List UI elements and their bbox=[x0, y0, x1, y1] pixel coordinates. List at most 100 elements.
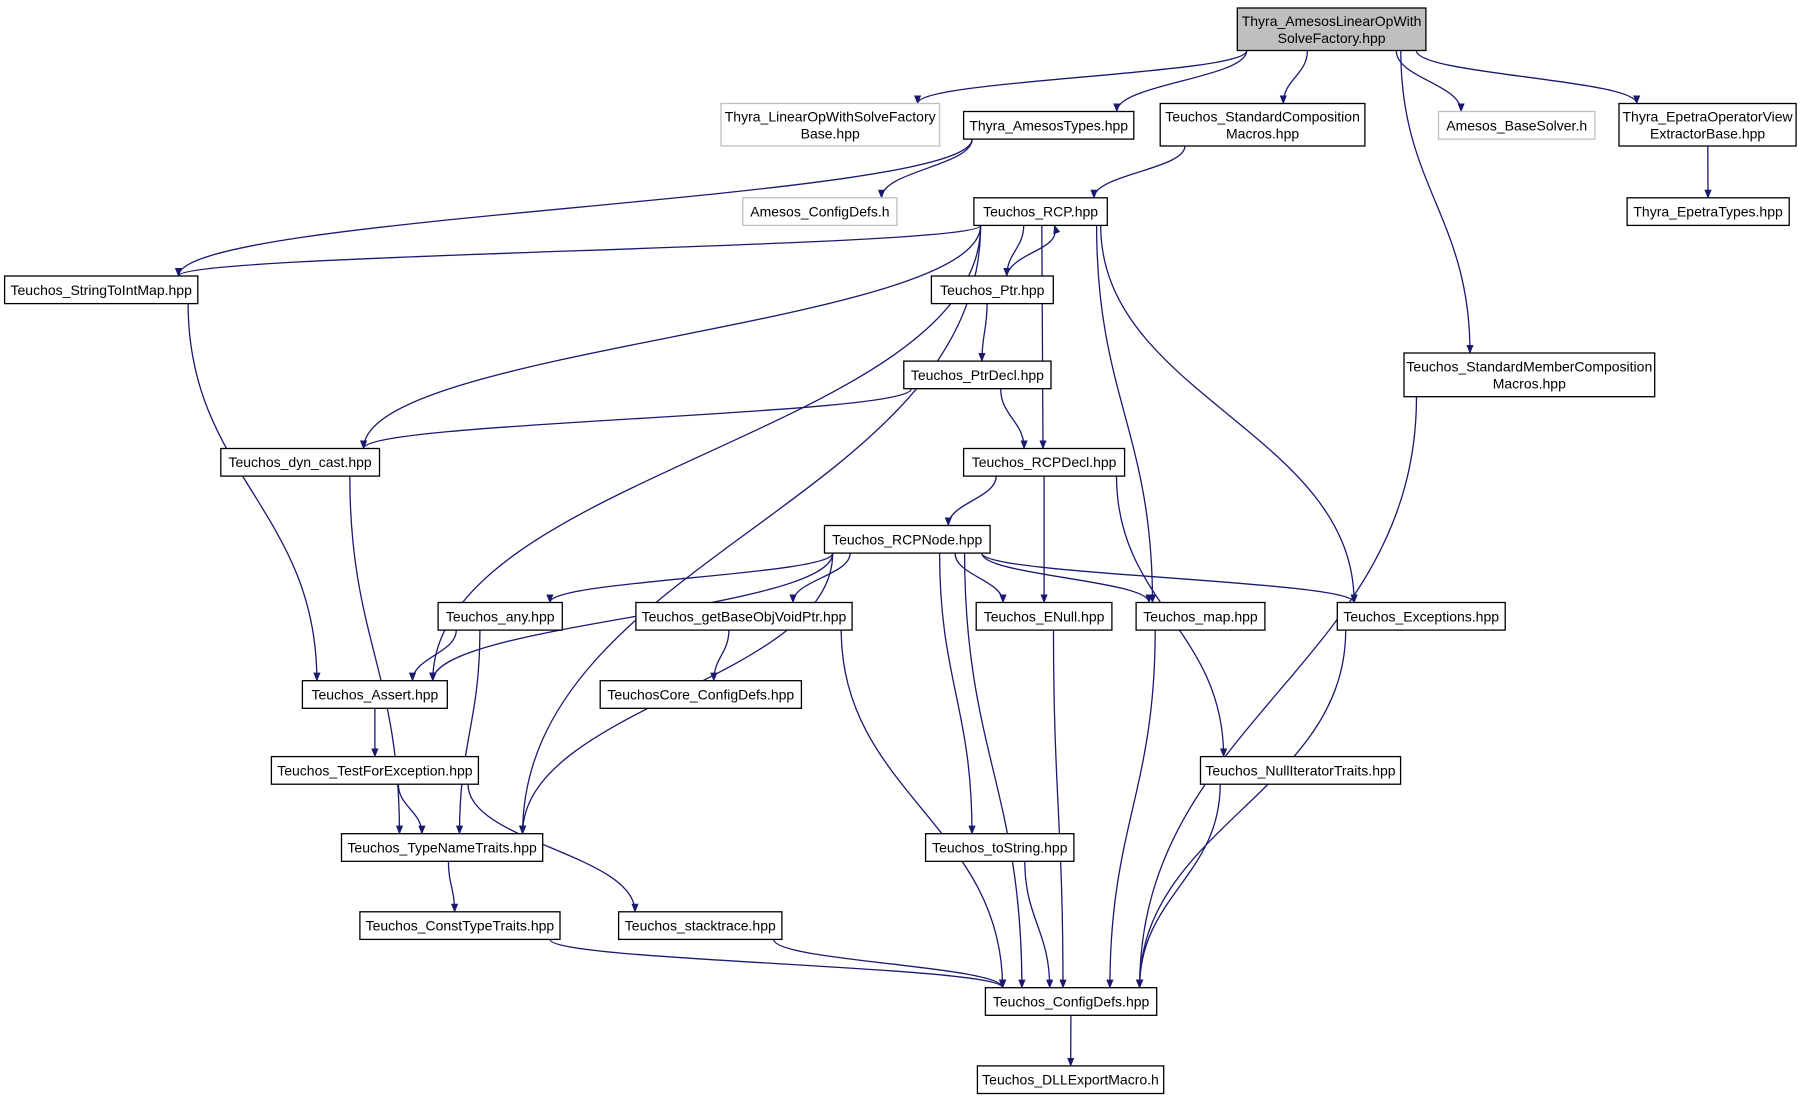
node-box bbox=[962, 447, 1126, 477]
edge-rcpnode-to-enull bbox=[954, 553, 1007, 604]
edge-str2int-to-assert bbox=[187, 303, 321, 682]
node-testforexc[interactable]: Teuchos_TestForException.hpp bbox=[270, 755, 480, 785]
edge-nulliter-to-configdefs bbox=[1136, 784, 1221, 989]
edge-stacktrace-to-configdefs bbox=[773, 939, 1007, 989]
node-box bbox=[1626, 197, 1790, 227]
node-box bbox=[962, 110, 1135, 140]
node-label: Teuchos_Exceptions.hpp bbox=[1343, 608, 1499, 624]
edge-rcpdecl-to-rcpnode bbox=[944, 475, 997, 527]
node-label: Teuchos_PtrDecl.hpp bbox=[911, 367, 1044, 383]
node-label: SolveFactory.hpp bbox=[1278, 30, 1386, 46]
node-box bbox=[720, 102, 941, 147]
edge-rcpnode-to-exceptions bbox=[981, 552, 1358, 604]
node-rcpdecl[interactable]: Teuchos_RCPDecl.hpp bbox=[962, 447, 1126, 477]
edge-root-to-amesostypes bbox=[1113, 50, 1248, 113]
node-box bbox=[1199, 755, 1402, 785]
node-enull[interactable]: Teuchos_ENull.hpp bbox=[975, 601, 1113, 631]
node-rcpnode[interactable]: Teuchos_RCPNode.hpp bbox=[823, 524, 991, 554]
node-box bbox=[1618, 102, 1797, 147]
edge-getbase-to-configdefs bbox=[840, 630, 1007, 989]
node-box bbox=[924, 833, 1075, 862]
edge-testforexc-to-typename bbox=[397, 784, 426, 835]
edge-rcpnode-to-tostring bbox=[938, 553, 976, 835]
node-box bbox=[340, 833, 544, 862]
edge-rcp-to-map bbox=[1095, 225, 1157, 604]
node-dllexport[interactable]: Teuchos_DLLExportMacro.h bbox=[976, 1065, 1165, 1095]
node-box bbox=[742, 197, 898, 227]
node-box bbox=[903, 360, 1052, 390]
node-box bbox=[617, 911, 783, 941]
node-label: Thyra_EpetraOperatorView bbox=[1623, 108, 1794, 124]
node-label: Teuchos_RCPNode.hpp bbox=[832, 531, 982, 547]
node-box bbox=[3, 275, 199, 305]
edge-rcpnode-to-assert bbox=[429, 553, 834, 682]
node-configdefs[interactable]: Teuchos_ConfigDefs.hpp bbox=[984, 987, 1158, 1016]
node-box bbox=[1159, 102, 1366, 147]
node-box bbox=[220, 447, 381, 477]
node-label: Teuchos_StandardComposition bbox=[1165, 108, 1360, 124]
node-box bbox=[359, 911, 561, 941]
node-exceptions[interactable]: Teuchos_Exceptions.hpp bbox=[1336, 601, 1506, 631]
node-label: Teuchos_Assert.hpp bbox=[311, 687, 438, 703]
edge-rcp-to-dyncast bbox=[360, 225, 982, 450]
node-label: Teuchos_map.hpp bbox=[1143, 608, 1258, 624]
node-epetratypes[interactable]: Thyra_EpetraTypes.hpp bbox=[1626, 197, 1790, 227]
edge-enull-to-configdefs bbox=[1052, 630, 1067, 989]
node-label: Teuchos_ENull.hpp bbox=[984, 608, 1105, 624]
node-label: Macros.hpp bbox=[1226, 125, 1299, 141]
node-ptrdecl[interactable]: Teuchos_PtrDecl.hpp bbox=[903, 360, 1052, 390]
edge-root-to-epetraopview bbox=[1415, 50, 1641, 105]
node-coreconfig[interactable]: TeuchosCore_ConfigDefs.hpp bbox=[599, 680, 803, 709]
node-typename[interactable]: Teuchos_TypeNameTraits.hpp bbox=[340, 833, 544, 862]
edge-consttype-to-configdefs bbox=[549, 938, 1007, 989]
node-box bbox=[1437, 110, 1596, 140]
edge-root-to-stdcomp bbox=[1279, 50, 1309, 105]
node-map[interactable]: Teuchos_map.hpp bbox=[1135, 601, 1266, 631]
node-dyncast[interactable]: Teuchos_dyn_cast.hpp bbox=[220, 447, 381, 477]
node-basesolver[interactable]: Amesos_BaseSolver.h bbox=[1437, 110, 1596, 140]
node-tostring[interactable]: Teuchos_toString.hpp bbox=[924, 833, 1075, 862]
node-stdmembercomp[interactable]: Teuchos_StandardMemberCompositionMacros.… bbox=[1403, 352, 1656, 398]
node-any[interactable]: Teuchos_any.hpp bbox=[437, 601, 563, 631]
node-box bbox=[975, 601, 1113, 631]
node-nulliter[interactable]: Teuchos_NullIteratorTraits.hpp bbox=[1199, 755, 1402, 785]
node-ptr[interactable]: Teuchos_Ptr.hpp bbox=[930, 275, 1054, 305]
edge-ptrdecl-to-dyncast bbox=[360, 388, 912, 450]
node-label: ExtractorBase.hpp bbox=[1650, 125, 1765, 141]
edge-rcp-to-typename bbox=[519, 225, 982, 835]
node-stacktrace[interactable]: Teuchos_stacktrace.hpp bbox=[617, 911, 783, 941]
node-box bbox=[973, 197, 1108, 227]
node-label: Teuchos_RCPDecl.hpp bbox=[972, 454, 1117, 470]
node-label: Teuchos_DLLExportMacro.h bbox=[982, 1072, 1159, 1088]
node-label: Teuchos_TestForException.hpp bbox=[277, 762, 473, 778]
nodes-layer: Thyra_AmesosLinearOpWithSolveFactory.hpp… bbox=[3, 7, 1797, 1095]
node-label: Teuchos_stacktrace.hpp bbox=[625, 918, 776, 934]
edge-rcp-to-exceptions bbox=[1100, 225, 1358, 604]
node-box bbox=[1336, 601, 1506, 631]
node-label: Teuchos_toString.hpp bbox=[932, 840, 1068, 856]
node-epetraopview[interactable]: Thyra_EpetraOperatorViewExtractorBase.hp… bbox=[1618, 102, 1797, 147]
node-label: Teuchos_dyn_cast.hpp bbox=[228, 454, 371, 470]
node-amesostypes[interactable]: Thyra_AmesosTypes.hpp bbox=[962, 110, 1135, 140]
node-label: Teuchos_ConfigDefs.hpp bbox=[993, 994, 1150, 1010]
node-label: Teuchos_Ptr.hpp bbox=[940, 282, 1045, 298]
node-getbase[interactable]: Teuchos_getBaseObjVoidPtr.hpp bbox=[635, 601, 853, 631]
edge-rcpnode-to-configdefs bbox=[963, 553, 1026, 989]
node-assert[interactable]: Teuchos_Assert.hpp bbox=[301, 680, 448, 709]
node-consttype[interactable]: Teuchos_ConstTypeTraits.hpp bbox=[359, 911, 561, 941]
node-box bbox=[437, 601, 563, 631]
node-box bbox=[930, 275, 1054, 305]
edge-exceptions-to-configdefs bbox=[1136, 630, 1347, 989]
edge-any-to-typename bbox=[455, 630, 481, 835]
edge-root-to-basesolver bbox=[1395, 50, 1465, 113]
edges-layer bbox=[175, 50, 1712, 1067]
node-label: Teuchos_RCP.hpp bbox=[983, 204, 1098, 220]
node-amesosconfig[interactable]: Amesos_ConfigDefs.h bbox=[742, 197, 898, 227]
node-str2int[interactable]: Teuchos_StringToIntMap.hpp bbox=[3, 275, 199, 305]
edge-rcpnode-to-getbase bbox=[789, 553, 851, 604]
node-rcp[interactable]: Teuchos_RCP.hpp bbox=[973, 197, 1108, 227]
